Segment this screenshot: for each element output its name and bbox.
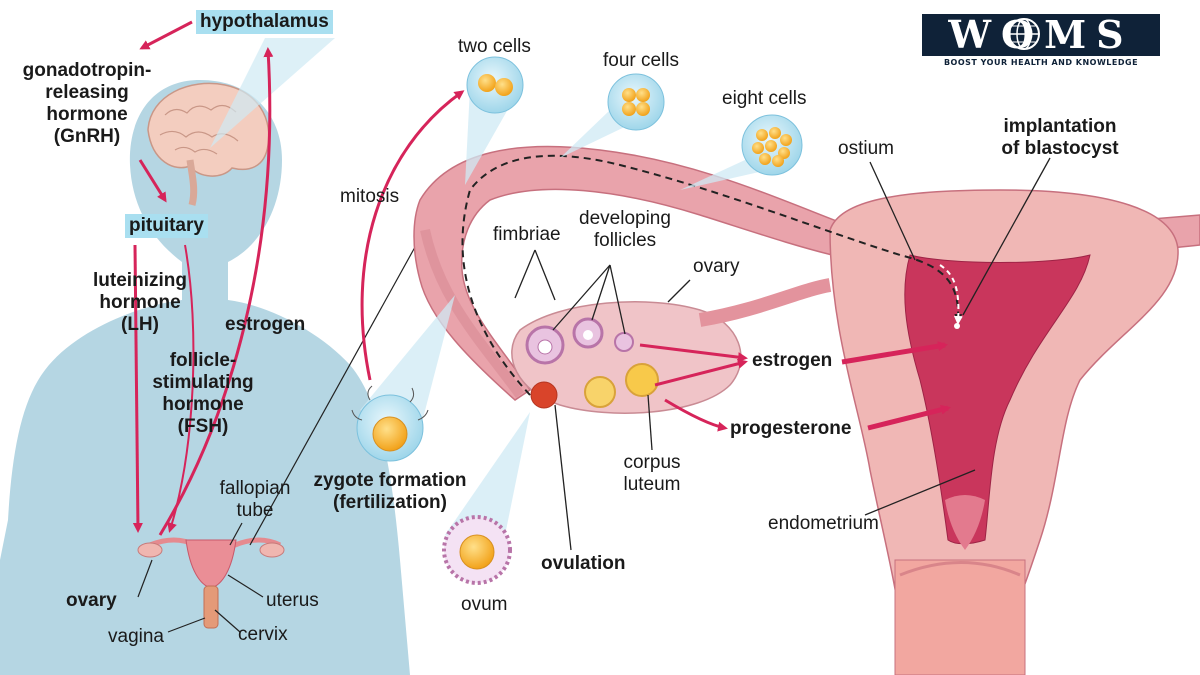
fallopian-tube-left-label: fallopian tube [205,478,305,522]
body-silhouette [0,80,410,675]
ovary-right-label: ovary [693,256,740,277]
lh-line-3: (LH) [121,314,159,335]
lh-label: luteinizing hormone (LH) [70,270,210,336]
fsh-line-3: hormone [162,394,244,415]
pituitary-label: pituitary [125,214,208,238]
mitosis-arrows [360,90,465,381]
egg-pathway [461,154,963,396]
gnrh-line-4: (GnRH) [53,126,121,147]
ovary-large [511,278,832,414]
left-leader-lines [137,237,421,633]
vagina-label: vagina [108,626,164,647]
implantation-label: implantation of blastocyst [985,116,1135,160]
zygote-label: zygote formation (fertilization) [310,470,470,514]
zygote-bubble [351,295,455,462]
four-cells-label: four cells [603,50,680,71]
fallopian-line-1: fallopian [219,478,291,499]
small-reproductive-system [137,537,285,629]
globe-icon [1008,18,1040,50]
logo-tagline: BOOST YOUR HEALTH AND KNOWLEDGE [943,58,1139,67]
blastocyst-path [939,264,963,325]
uterus-large [829,189,1179,675]
right-hormone-arrows [639,341,951,432]
ovulation-label: ovulation [541,553,626,574]
woms-logo: WOMS BOOST YOUR HEALTH AND KNOWLEDGE [922,14,1160,68]
fsh-line-4: (FSH) [177,416,229,437]
developing-line-1: developing [579,208,671,229]
eight-cells-bubble [680,114,803,190]
estrogen-right-label: estrogen [752,350,833,371]
implantation-line-2: of blastocyst [1001,138,1119,159]
gnrh-label: gonadotropin- releasing hormone (GnRH) [12,60,162,148]
fsh-line-2: stimulating [152,372,254,393]
gnrh-line-2: releasing [45,82,129,103]
hypothalamus-label: hypothalamus [196,10,333,34]
zygote-line-2: (fertilization) [333,492,447,513]
ovary-left-label: ovary [66,590,117,611]
gnrh-line-3: hormone [46,104,128,125]
blastocyst-dot [954,323,960,329]
cervix-label: cervix [238,624,288,645]
two-cells-bubble [465,56,524,185]
corpus-line-2: luteum [623,474,681,495]
fallopian-line-2: tube [236,500,274,521]
developing-follicles-label: developing follicles [565,208,685,252]
fsh-line-1: follicle- [169,350,237,371]
implantation-line-1: implantation [1003,116,1117,137]
corpus-line-1: corpus [623,452,681,473]
lh-line-2: hormone [99,292,181,313]
eight-cells-label: eight cells [722,88,807,109]
fimbriae-label: fimbriae [493,224,561,245]
ovum-label: ovum [461,594,508,615]
fsh-label: follicle- stimulating hormone (FSH) [138,350,268,438]
uterus-label: uterus [266,590,319,611]
developing-line-2: follicles [593,230,657,251]
right-leader-lines [514,157,1051,551]
estrogen-left-label: estrogen [225,314,306,335]
mitosis-label: mitosis [340,186,400,207]
hypothalamus-beam [210,38,335,148]
ostium-label: ostium [838,138,894,159]
lh-line-1: luteinizing [93,270,187,291]
ovum-bubble [442,412,530,585]
left-hormone-arrows [132,20,274,536]
endometrium-label: endometrium [768,513,879,534]
gnrh-line-1: gonadotropin- [22,60,152,81]
two-cells-label: two cells [458,36,531,57]
four-cells-bubble [560,73,665,158]
progesterone-label: progesterone [730,418,852,439]
corpus-luteum-label: corpus luteum [612,452,692,496]
zygote-line-1: zygote formation [313,470,467,491]
